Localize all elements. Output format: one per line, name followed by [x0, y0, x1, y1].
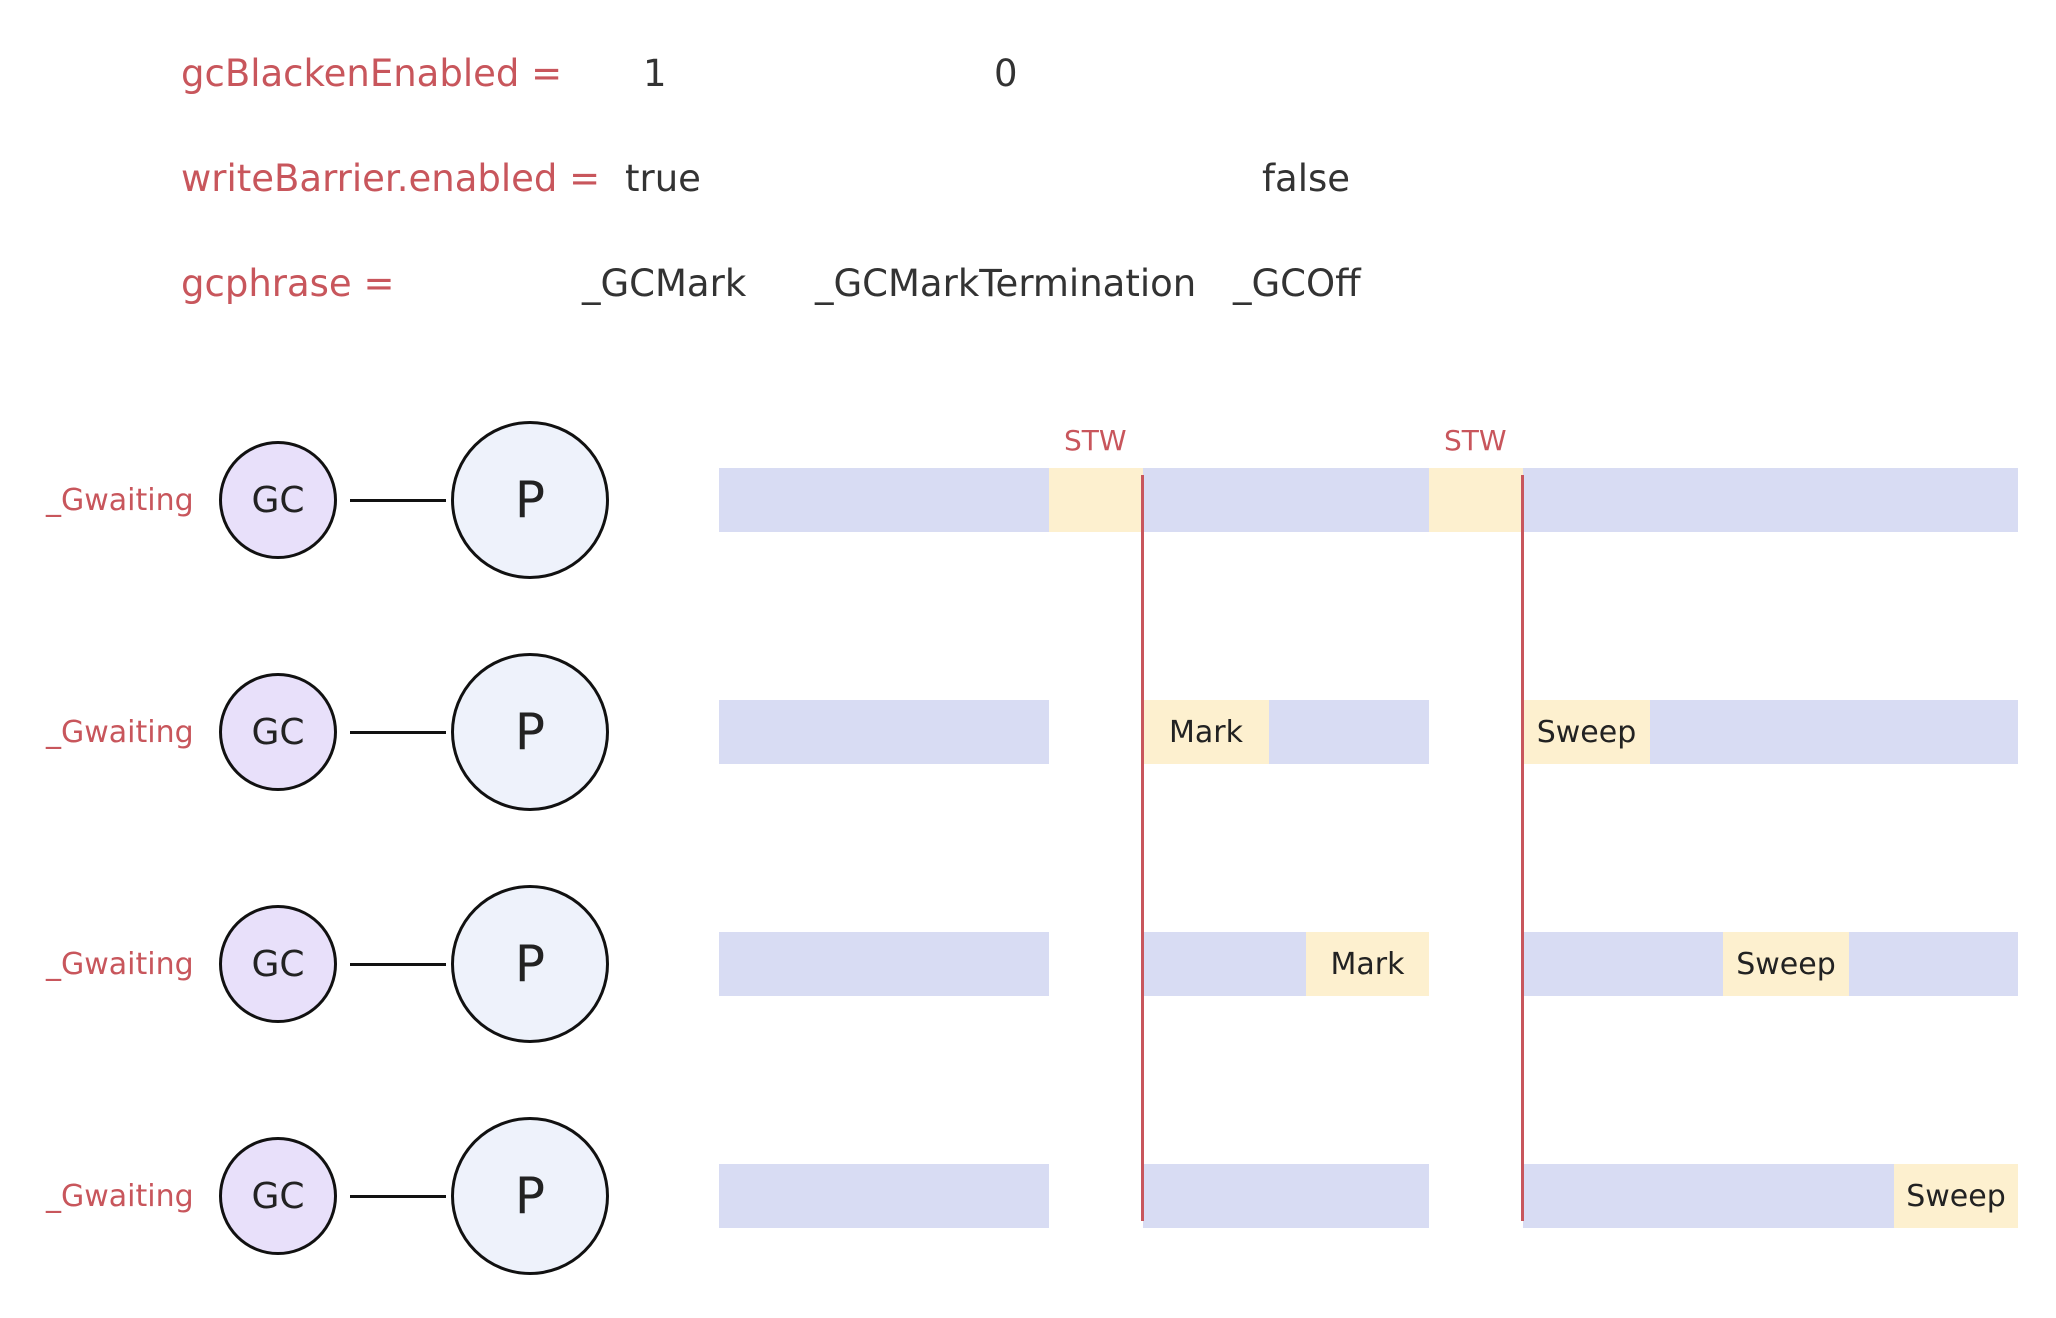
row-2-p-node: P — [451, 653, 609, 811]
write-barrier-value-true: true — [625, 157, 701, 200]
gc-blacken-value-0: 0 — [994, 52, 1018, 95]
gc-phase-label: gcphrase = — [181, 262, 395, 305]
row-1-idle-bar-2 — [1143, 468, 1429, 532]
row-4-p-node: P — [451, 1117, 609, 1275]
row-1-state-label: _Gwaiting — [46, 483, 194, 518]
row-3-gc-node: GC — [219, 905, 337, 1023]
row-2-mark-task: Mark — [1143, 700, 1269, 764]
row-3-sweep-task: Sweep — [1723, 932, 1849, 996]
row-4-idle-bar-3 — [1523, 1164, 1894, 1228]
row-2-idle-bar-1 — [719, 700, 1049, 764]
row-4-idle-bar-1 — [719, 1164, 1049, 1228]
row-1-connector — [350, 499, 446, 502]
row-1-idle-bar-1 — [719, 468, 1049, 532]
row-4-gc-node: GC — [219, 1137, 337, 1255]
gc-blacken-value-1: 1 — [643, 52, 667, 95]
stw-label-mark-termination: STW — [1444, 424, 1507, 457]
gc-phase-mark-termination: _GCMarkTermination — [815, 262, 1197, 305]
gc-phase-off: _GCOff — [1233, 262, 1361, 305]
row-3-state-label: _Gwaiting — [46, 947, 194, 982]
row-4-sweep-task: Sweep — [1894, 1164, 2018, 1228]
row-3-p-node: P — [451, 885, 609, 1043]
row-3-idle-bar-3 — [1523, 932, 1723, 996]
row-3-idle-bar-4 — [1849, 932, 2018, 996]
row-3-mark-task: Mark — [1306, 932, 1429, 996]
row-2-gc-node: GC — [219, 673, 337, 791]
row-4-idle-bar-2 — [1143, 1164, 1429, 1228]
row-1-stw-segment-2 — [1429, 468, 1523, 532]
row-4-state-label: _Gwaiting — [46, 1179, 194, 1214]
row-1-idle-bar-3 — [1523, 468, 2018, 532]
write-barrier-value-false: false — [1262, 157, 1351, 200]
row-1-gc-node: GC — [219, 441, 337, 559]
row-3-connector — [350, 963, 446, 966]
row-2-sweep-task: Sweep — [1523, 700, 1650, 764]
row-1-p-node: P — [451, 421, 609, 579]
row-2-idle-bar-2 — [1269, 700, 1429, 764]
gc-phase-mark: _GCMark — [582, 262, 747, 305]
row-3-idle-bar-2 — [1143, 932, 1306, 996]
gc-blacken-enabled-label: gcBlackenEnabled = — [181, 52, 563, 95]
stw-label-mark-start: STW — [1064, 424, 1127, 457]
row-4-connector — [350, 1195, 446, 1198]
row-2-idle-bar-3 — [1650, 700, 2018, 764]
row-2-connector — [350, 731, 446, 734]
row-1-stw-segment-1 — [1049, 468, 1143, 532]
write-barrier-enabled-label: writeBarrier.enabled = — [181, 157, 601, 200]
row-2-state-label: _Gwaiting — [46, 715, 194, 750]
row-3-idle-bar-1 — [719, 932, 1049, 996]
stw-barrier-line-1 — [1141, 475, 1144, 1221]
stw-barrier-line-2 — [1521, 475, 1524, 1221]
